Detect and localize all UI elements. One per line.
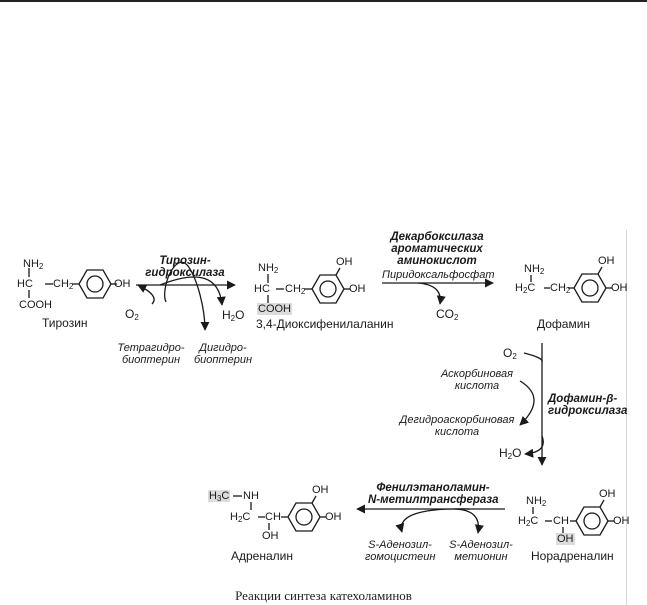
dopa-oh-top: OH: [336, 256, 353, 268]
h2o-curve-2: [524, 435, 544, 458]
dopa-structure: [267, 267, 350, 304]
h2o-label-2: H2O: [499, 446, 522, 461]
noradrenaline-structure: [532, 499, 614, 536]
adrenaline-oh-chain: OH: [262, 530, 279, 542]
dopamine-name: Дофамин: [537, 317, 591, 331]
noradrenaline-ch: CH: [553, 515, 569, 527]
cofactor-dihydrobiopterin: Дигидро- биоптерин: [193, 342, 253, 366]
cofactor-dehydroascorbic-acid: Дегидроаскорбиновая кислота: [399, 414, 515, 438]
adrenaline-nh: NH: [243, 490, 259, 502]
adrenaline-oh-right: OH: [325, 511, 342, 523]
noradrenaline-oh-right: OH: [613, 515, 630, 527]
noradrenaline-oh-top: OH: [599, 488, 616, 500]
sah-curve: [395, 508, 471, 533]
h2o-curve: [159, 276, 226, 306]
dopamine-ch2: CH2: [550, 282, 571, 295]
tyrosine-name: Тирозин: [42, 316, 88, 330]
enzyme-tyrosine-hydroxylase: Тирозин- гидроксилаза: [145, 255, 225, 279]
o2-curve: [137, 284, 155, 305]
cofactor-s-adenosylmethionine: S-Аденозил- метионин: [449, 539, 513, 563]
dopa-cooh: COOH: [257, 303, 292, 315]
dopa-hc: HC: [254, 283, 270, 295]
enzyme-decarboxylase: Декарбоксилаза ароматических аминокислот: [390, 231, 484, 267]
dopamine-oh-right: OH: [611, 282, 628, 294]
tyrosine-cooh: COOH: [19, 299, 52, 311]
noradrenaline-nh2: NH2: [526, 495, 547, 508]
dopa-oh-right: OH: [349, 283, 366, 295]
adrenaline-name: Адреналин: [231, 549, 293, 563]
noradrenaline-h2c: H2C: [518, 515, 539, 528]
adrenaline-h2c: H2C: [230, 511, 251, 524]
noradrenaline-oh-chain: OH: [556, 533, 575, 545]
tyrosine-structure: [28, 268, 117, 299]
cofactor-plp: Пиридоксальфосфат: [382, 269, 495, 281]
adrenaline-oh-top: OH: [312, 484, 329, 496]
co2-label: CO2: [436, 307, 459, 322]
tyrosine-nh2: NH2: [23, 258, 44, 271]
dopamine-structure: [530, 266, 612, 303]
biopterin-curve: [164, 261, 210, 331]
adrenaline-h3c: H3C: [208, 490, 231, 503]
dopa-name: 3,4-Диоксифенилаланин: [256, 317, 394, 331]
tyrosine-ch2: CH2: [53, 278, 74, 291]
adrenaline-ch: CH: [265, 511, 281, 523]
tyrosine-oh: OH: [114, 278, 131, 290]
dopa-ch2: CH2: [285, 283, 306, 296]
o2-label-2: O2: [503, 346, 517, 361]
cofactor-ascorbic-acid: Аскорбиновая кислота: [440, 368, 514, 392]
enzyme-dopamine-beta-hydroxylase: Дофамин-β- гидроксилаза: [548, 393, 628, 417]
adrenaline-structure: [233, 495, 326, 532]
dopamine-nh2: NH2: [524, 263, 545, 276]
h2o-label-1: H2O: [222, 308, 245, 323]
right-rule: [626, 230, 627, 605]
co2-curve: [417, 282, 446, 305]
ascorbic-curve: [519, 380, 535, 426]
sam-curve: [454, 508, 484, 534]
dopa-nh2: NH2: [258, 262, 279, 275]
dopamine-oh-top: OH: [598, 255, 615, 267]
cofactor-s-adenosylhomocysteine: S-Аденозил- гомоцистеин: [365, 539, 436, 563]
o2-curve-2: [523, 352, 543, 363]
o2-label-1: O2: [125, 307, 139, 322]
cofactor-tetrahydrobiopterin: Тетрагидро- биоптерин: [117, 342, 185, 366]
dopamine-h2c: H2C: [515, 282, 536, 295]
enzyme-pnmt: Фенилэтаноламин- N-метилтрансфераза: [368, 482, 499, 506]
top-rule: [0, 0, 647, 2]
figure-caption: Реакции синтеза катехоламинов: [235, 588, 412, 603]
tyrosine-hc: HC: [17, 278, 33, 290]
noradrenaline-name: Норадреналин: [531, 549, 614, 563]
